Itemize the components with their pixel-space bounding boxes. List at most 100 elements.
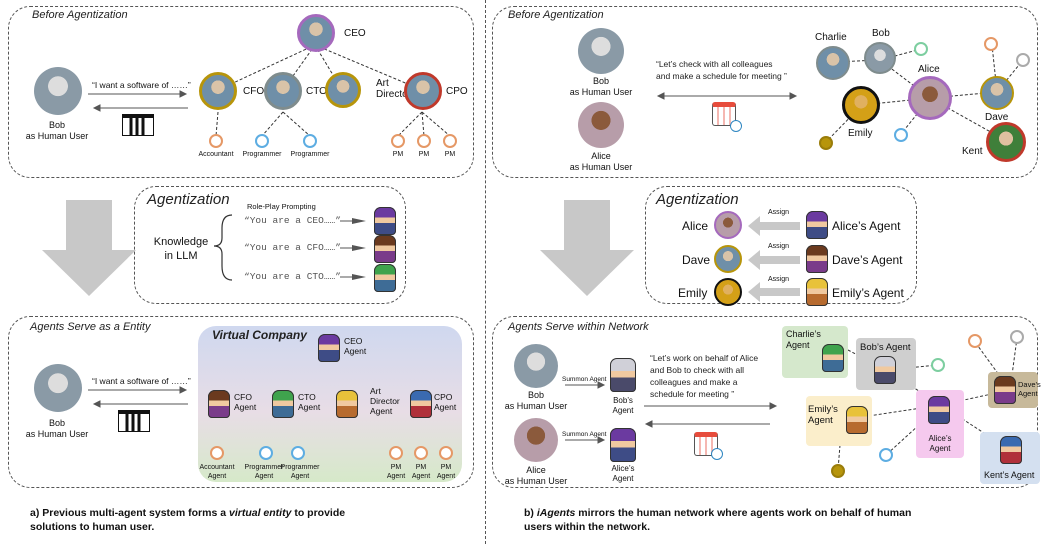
user-speech-left: “I want a software of ……” <box>92 80 191 90</box>
clock-icon <box>730 120 742 132</box>
assign-row-agent: Dave’s Agent <box>832 253 903 267</box>
cfo-agent <box>208 390 230 418</box>
art-director-agent-label: Art Director Agent <box>370 386 400 416</box>
alice-network-agent-label: Alice’s Agent <box>928 434 952 453</box>
assign-label: Assign <box>768 209 790 216</box>
left-serve-panel <box>8 316 474 488</box>
dave-avatar <box>980 76 1014 110</box>
programmer-node-2 <box>303 134 317 148</box>
cfo-avatar <box>199 72 237 110</box>
art-director-agent <box>336 390 358 418</box>
bob-avatar-left-serve <box>34 364 82 412</box>
worker-label: PM <box>444 151 456 158</box>
caption-left-part1: a) Previous multi-agent system forms a <box>30 507 229 519</box>
right-agentization-title: Agentization <box>656 191 739 208</box>
network-node <box>879 448 893 462</box>
programmer-agent-node-2 <box>291 446 305 460</box>
pm-node-1 <box>391 134 405 148</box>
alice-network-avatar <box>908 76 952 120</box>
emily-label: Emily <box>848 128 873 139</box>
kent-avatar <box>986 122 1026 162</box>
bob-label-left: Bob <box>48 120 66 130</box>
cfo-label: CFO <box>243 86 265 97</box>
alice-assign-avatar <box>714 211 742 239</box>
caption-right: b) iAgents mirrors the human network whe… <box>524 506 911 534</box>
emily-network-agent-sprite <box>846 406 868 434</box>
caption-left-line2: solutions to human user. <box>30 521 155 533</box>
alice-network-label: Alice <box>918 64 940 75</box>
caption-right-line2: users within the network. <box>524 521 651 533</box>
right-agentization-panel <box>645 186 917 304</box>
right-before-title: Before Agentization <box>508 9 604 21</box>
network-node <box>984 37 998 51</box>
ceo-avatar <box>297 14 335 52</box>
cpo-avatar <box>404 72 442 110</box>
charlie-agent-label: Charlie’s Agent <box>786 329 821 350</box>
dave-network-agent-label: Dave’s Agent <box>1018 380 1041 398</box>
kent-network-agent-sprite <box>1000 436 1022 464</box>
worker-label: Accountant <box>198 151 234 158</box>
network-node <box>968 334 982 348</box>
chart-window-icon <box>122 114 154 136</box>
alice-agent-sprite-serve <box>610 428 636 462</box>
pm-agent-node-2 <box>414 446 428 460</box>
left-agentization-title: Agentization <box>147 191 230 208</box>
cfo-agent-label: CFO Agent <box>234 392 257 412</box>
bob-avatar-right <box>578 28 624 74</box>
left-agentization-panel <box>134 186 406 304</box>
programmer-node-1 <box>255 134 269 148</box>
bob-network-avatar <box>864 42 896 74</box>
bob-label-serve: Bob as Human User <box>504 390 568 411</box>
charlie-label: Charlie <box>815 32 847 43</box>
bob-label-left-serve: Bob <box>48 418 66 428</box>
kent-label: Kent <box>962 146 983 157</box>
accountant-node <box>209 134 223 148</box>
prompt-cfo: “You are a CFO……” <box>244 242 341 253</box>
ceo-agent-sprite <box>374 207 396 235</box>
clock-icon-serve <box>711 448 723 460</box>
left-before-panel <box>8 6 474 178</box>
assign-label: Assign <box>768 276 790 283</box>
assign-label: Assign <box>768 243 790 250</box>
pm-node-2 <box>417 134 431 148</box>
chart-window-icon <box>118 410 150 432</box>
calendar-icon-serve <box>694 432 718 456</box>
cpo-label: CPO <box>446 86 468 97</box>
worker-label: PM <box>392 151 404 158</box>
bob-sub-left-serve: as Human User <box>25 429 89 439</box>
pm-agent-node-1 <box>389 446 403 460</box>
bob-network-label: Bob <box>872 28 890 39</box>
cto-agent-sprite <box>374 264 396 292</box>
worker-agent-label: PM Agent <box>386 464 406 480</box>
right-before-panel <box>492 6 1038 178</box>
charlie-avatar <box>816 46 850 80</box>
dave-agent-sprite <box>806 245 828 273</box>
bob-label-right: Bob as Human User <box>569 76 633 97</box>
charlie-agent-sprite <box>822 344 844 372</box>
programmer-agent-node-1 <box>259 446 273 460</box>
alice-label-right: Alice as Human User <box>569 151 633 172</box>
knowledge-label: Knowledge in LLM <box>153 236 209 262</box>
pm-agent-node-3 <box>439 446 453 460</box>
art-director-label: Art Director <box>376 78 412 100</box>
alice-avatar-serve <box>514 418 558 462</box>
virtual-company-title: Virtual Company <box>212 328 307 342</box>
bob-avatar-serve <box>514 344 558 388</box>
cto-agent <box>272 390 294 418</box>
assign-row-name: Alice <box>682 219 709 233</box>
alice-avatar-right <box>578 102 624 148</box>
left-serve-title: Agents Serve as a Entity <box>30 321 151 333</box>
caption-left: a) Previous multi-agent system forms a v… <box>30 506 345 534</box>
dave-label: Dave <box>985 112 1009 123</box>
cto-agent-label: CTO Agent <box>298 392 321 412</box>
dave-assign-avatar <box>714 245 742 273</box>
bob-avatar-left <box>34 67 82 115</box>
prompt-ceo: “You are a CEO……” <box>244 215 341 226</box>
ceo-agent <box>318 334 340 362</box>
cto-avatar <box>264 72 302 110</box>
caption-right-emph: iAgents <box>536 507 576 519</box>
alice-agent-sprite <box>806 211 828 239</box>
left-before-title: Before Agentization <box>32 9 128 21</box>
accountant-agent-node <box>210 446 224 460</box>
network-node <box>1016 53 1030 67</box>
